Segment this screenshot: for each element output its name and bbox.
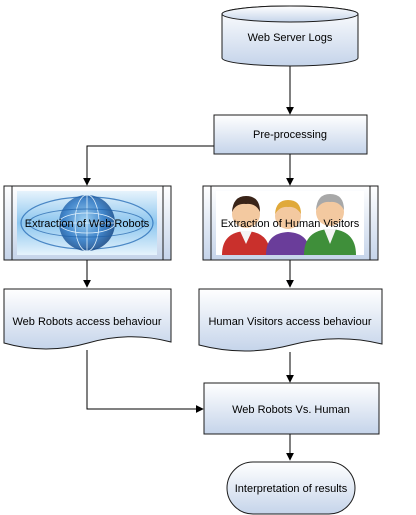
edge-preprocessing-to-robots-extraction [83, 145, 214, 186]
node-label: Web Robots Vs. Human [232, 404, 350, 416]
node-label: Interpretation of results [235, 483, 348, 495]
node-label: Extraction of Human Visitors [221, 218, 360, 230]
node-extraction-web-robots: Extraction of Web Robots [3, 185, 172, 261]
globe-icon [17, 191, 157, 255]
node-label: Web Robots access behaviour [13, 316, 162, 328]
node-web-robots-access-behaviour: Web Robots access behaviour [3, 288, 172, 350]
node-label: Human Visitors access behaviour [208, 316, 371, 328]
node-label: Web Server Logs [248, 32, 333, 44]
node-web-robots-vs-human: Web Robots Vs. Human [203, 382, 380, 435]
people-icon [216, 191, 364, 255]
edges [83, 66, 294, 461]
node-label: Extraction of Web Robots [25, 218, 150, 230]
node-extraction-human-visitors: Extraction of Human Visitors [202, 185, 379, 261]
edge-robots-behaviour-to-comparison [86, 350, 204, 413]
node-label: Pre-processing [253, 129, 327, 141]
node-interpretation-of-results: Interpretation of results [226, 461, 356, 515]
node-human-visitors-access-behaviour: Human Visitors access behaviour [198, 288, 383, 352]
node-pre-processing: Pre-processing [213, 114, 368, 155]
node-web-server-logs: Web Server Logs [221, 5, 359, 67]
